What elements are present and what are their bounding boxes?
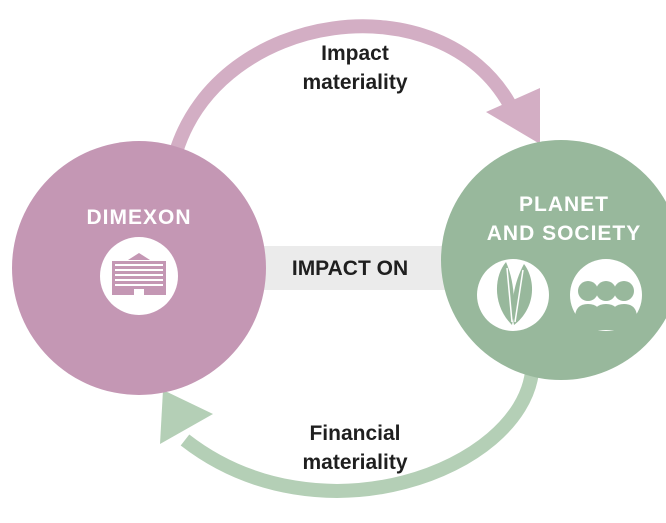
financial-materiality-label: Financial materiality xyxy=(255,419,455,477)
financial-materiality-line1: Financial xyxy=(309,422,401,445)
impact-materiality-arrowhead xyxy=(486,88,540,144)
impact-materiality-line1: Impact xyxy=(321,42,389,65)
impact-on-label: IMPACT ON xyxy=(291,257,409,280)
leaves-icon xyxy=(477,259,549,331)
building-icon xyxy=(100,237,178,315)
planet-society-circle xyxy=(441,140,666,380)
financial-materiality-arrow xyxy=(180,370,539,498)
financial-materiality-line2: materiality xyxy=(302,451,408,474)
impact-materiality-arrow xyxy=(169,19,517,155)
impact-materiality-label: Impact materiality xyxy=(255,39,455,97)
planet-society-title-line1: PLANET xyxy=(519,193,609,216)
financial-materiality-arrowhead xyxy=(160,390,213,444)
people-icon xyxy=(570,259,642,331)
impact-on-band xyxy=(240,246,480,290)
impact-materiality-line2: materiality xyxy=(302,71,408,94)
planet-society-title: PLANET AND SOCIETY xyxy=(466,190,662,248)
dimexon-title: DIMEXON xyxy=(86,206,192,229)
planet-society-title-line2: AND SOCIETY xyxy=(486,222,642,245)
